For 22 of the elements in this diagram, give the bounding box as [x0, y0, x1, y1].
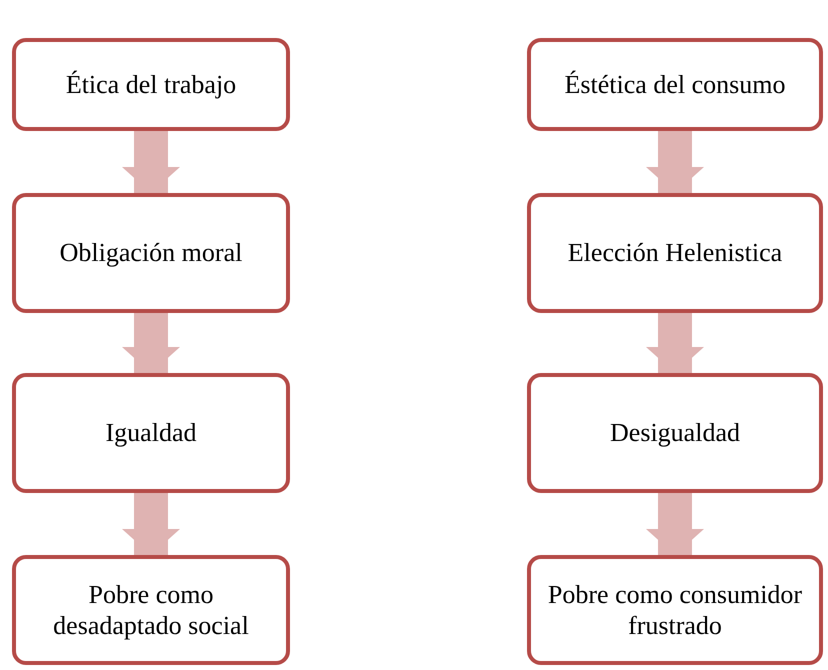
box-label: Elección Helenistica: [568, 237, 782, 269]
process-box: [12, 38, 290, 131]
block-arrow: [646, 131, 704, 193]
block-arrow: [646, 313, 704, 373]
process-box: [527, 38, 823, 131]
process-box: [527, 555, 823, 665]
process-box: [12, 555, 290, 665]
process-box: [527, 193, 823, 313]
block-arrow: [122, 131, 180, 193]
box-label: Pobre como consumidor frustrado: [546, 578, 804, 642]
box-label: Éstética del consumo: [564, 68, 786, 100]
box-label: Ética del trabajo: [66, 68, 236, 100]
box-label: Pobre como desadaptado social: [52, 578, 250, 642]
process-box: [12, 373, 290, 493]
block-arrow: [122, 493, 180, 555]
process-box: [12, 193, 290, 313]
box-label: Igualdad: [106, 417, 196, 449]
block-arrow: [646, 493, 704, 555]
box-label: Desigualdad: [610, 417, 740, 449]
box-label: Obligación moral: [60, 237, 242, 269]
block-arrow: [122, 313, 180, 373]
process-box: [527, 373, 823, 493]
